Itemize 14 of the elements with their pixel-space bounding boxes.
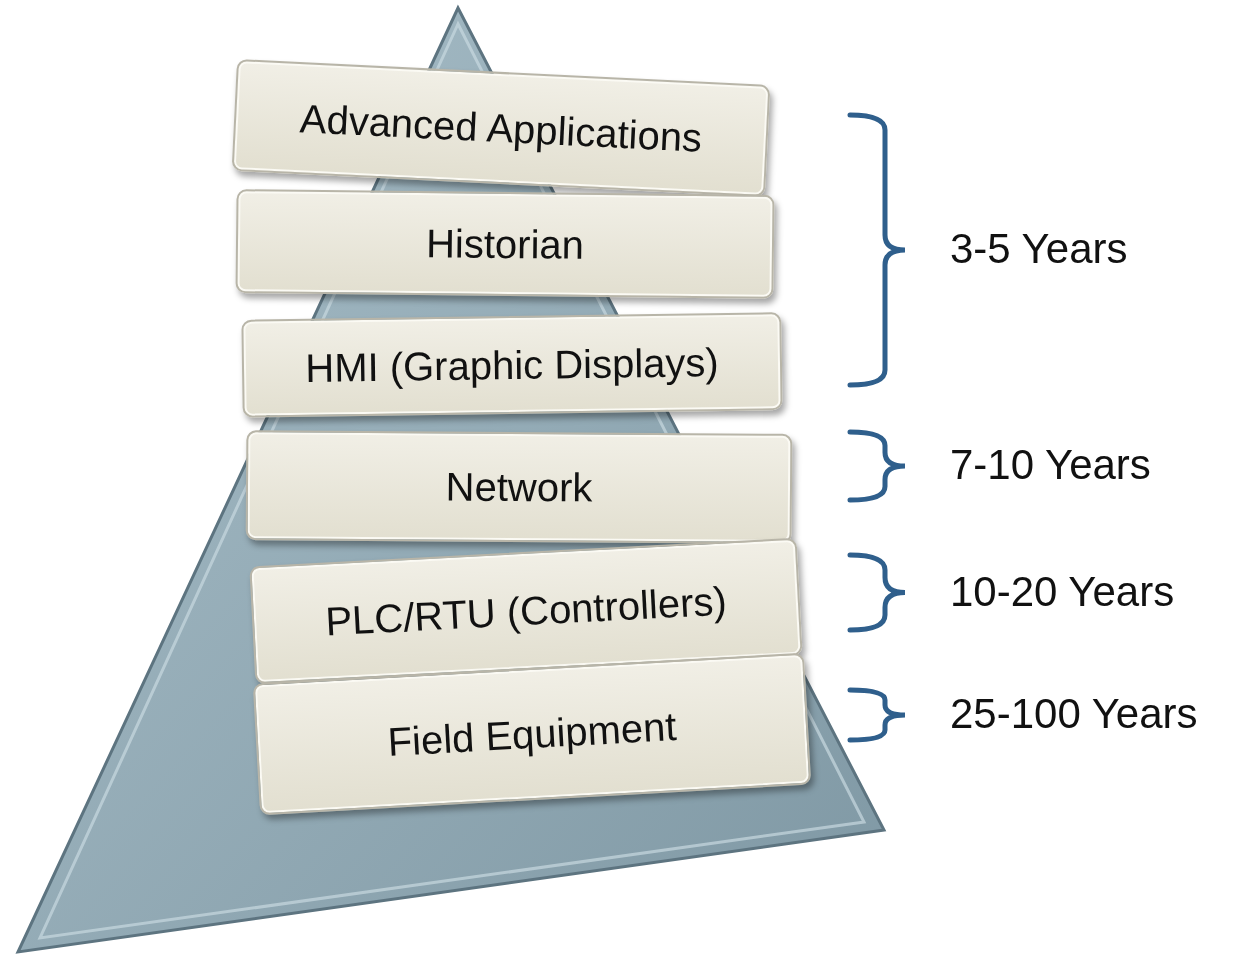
lifespan-label: 25-100 Years — [950, 690, 1198, 738]
layer-label: Field Equipment — [386, 703, 678, 765]
layer-box — [235, 189, 775, 299]
lifespan-label: 7-10 Years — [950, 441, 1151, 489]
layer-label: Historian — [425, 220, 585, 268]
layer-label: Network — [445, 464, 593, 510]
layer-box — [231, 59, 771, 197]
lifespan-label: 10-20 Years — [950, 567, 1175, 616]
layer-box — [241, 312, 783, 418]
layer-box — [245, 430, 793, 544]
layer-label: HMI (Graphic Displays) — [305, 339, 719, 391]
layer-label: Advanced Applications — [298, 95, 704, 161]
lifespan-label: 3-5 Years — [950, 225, 1128, 273]
layer-label: PLC/RTU (Controllers) — [324, 578, 728, 644]
